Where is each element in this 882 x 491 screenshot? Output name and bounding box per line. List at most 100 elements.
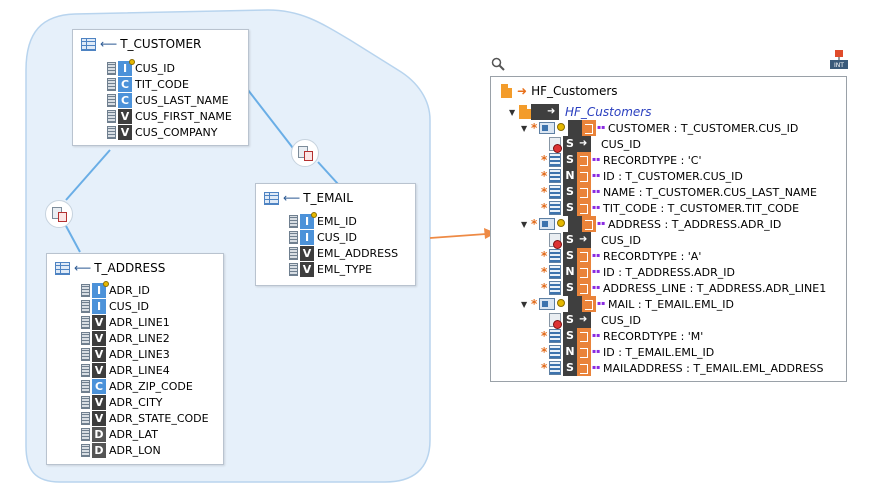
- column-name: ADR_LINE1: [109, 315, 170, 329]
- relation-badge-address[interactable]: [45, 200, 73, 228]
- tree-field[interactable]: *S▪▪ADDRESS_LINE : T_ADDRESS.ADR_LINE1: [541, 280, 826, 296]
- column-type-badge: V*: [92, 410, 111, 426]
- column-type-badge: V*: [92, 314, 111, 330]
- column-name: ADR_LINE2: [109, 331, 170, 345]
- nullable-marker: *: [314, 228, 319, 238]
- column-row[interactable]: V*ADR_STATE_CODE: [81, 410, 209, 426]
- column-type-badge: V*: [300, 245, 319, 261]
- key-icon: [311, 211, 317, 218]
- link-icon: [582, 120, 596, 136]
- expand-triangle-icon: ▼: [509, 107, 516, 117]
- column-row[interactable]: C*CUS_LAST_NAME: [107, 92, 232, 108]
- column-name: CUS_ID: [317, 230, 357, 244]
- tree-field[interactable]: *N▪▪ID : T_EMAIL.EML_ID: [541, 344, 714, 360]
- flow-arrow-line: [429, 233, 487, 239]
- tree-reference[interactable]: SCUS_ID: [549, 312, 641, 329]
- tree-reference[interactable]: SCUS_ID: [549, 136, 641, 153]
- column-row[interactable]: I*CUS_ID: [289, 229, 398, 245]
- tree-field[interactable]: *S▪▪MAILADDRESS : T_EMAIL.EML_ADDRESS: [541, 360, 824, 376]
- entity-header: ⟵ T_ADDRESS: [55, 260, 165, 276]
- required-marker: *: [541, 153, 548, 167]
- column-row[interactable]: V*ADR_LINE1: [81, 314, 209, 330]
- export-icon: [545, 104, 559, 120]
- tree-reference[interactable]: SCUS_ID: [549, 232, 641, 249]
- hf-customers-panel[interactable]: ➜ HF_Customers ▼HF_Customers▼*▪▪CUSTOMER…: [490, 76, 847, 382]
- field-type-badge: S: [563, 248, 577, 264]
- column-row[interactable]: V*EML_ADDRESS: [289, 245, 398, 261]
- tree-field[interactable]: *N▪▪ID : T_CUSTOMER.CUS_ID: [541, 168, 743, 184]
- column-name: ADR_CITY: [109, 395, 163, 409]
- link-icon: [577, 280, 591, 296]
- column-type-badge: I: [92, 280, 109, 298]
- column-grid-icon: [81, 299, 90, 313]
- tree-root[interactable]: ▼HF_Customers: [509, 104, 651, 120]
- column-name: TIT_CODE: [135, 77, 189, 91]
- marker-icon: ▪▪: [597, 300, 606, 307]
- integration-icon[interactable]: INT: [829, 50, 849, 70]
- column-grid-icon: [107, 109, 116, 123]
- column-type-badge: C*: [92, 378, 111, 394]
- link-icon: [577, 200, 591, 216]
- reference-icon: [549, 313, 562, 329]
- column-row[interactable]: V*ADR_CITY: [81, 394, 209, 410]
- entity-title: T_ADDRESS: [94, 261, 166, 275]
- column-type-badge: D: [92, 426, 106, 442]
- search-icon[interactable]: [491, 57, 505, 71]
- tree-field-label: ADDRESS_LINE : T_ADDRESS.ADR_LINE1: [603, 281, 827, 295]
- column-row[interactable]: I*CUS_ID: [81, 298, 209, 314]
- column-row[interactable]: C*ADR_ZIP_CODE: [81, 378, 209, 394]
- export-icon: [577, 136, 591, 152]
- tree-field[interactable]: *N▪▪ID : T_ADDRESS.ADR_ID: [541, 264, 735, 280]
- relation-badge-email[interactable]: [291, 139, 319, 167]
- tree-field-label: RECORDTYPE : 'C': [603, 153, 702, 167]
- link-icon: [577, 328, 591, 344]
- tree-group[interactable]: ▼*▪▪ADDRESS : T_ADDRESS.ADR_ID: [521, 216, 781, 232]
- column-type-badge: V: [118, 108, 132, 124]
- link-icon: [577, 152, 591, 168]
- tree-field[interactable]: *S▪▪NAME : T_CUSTOMER.CUS_LAST_NAME: [541, 184, 817, 200]
- tree-group[interactable]: ▼*▪▪MAIL : T_EMAIL.EML_ID: [521, 296, 734, 312]
- marker-icon: ▪▪: [592, 252, 601, 259]
- marker-icon: ▪▪: [592, 156, 601, 163]
- node-icon: S: [563, 232, 577, 248]
- tree-field-label: MAILADDRESS : T_EMAIL.EML_ADDRESS: [603, 361, 824, 375]
- column-type-badge: D: [92, 442, 106, 458]
- field-type-badge: S: [563, 200, 577, 216]
- column-type-badge: I*: [92, 298, 111, 314]
- link-icon: [582, 216, 596, 232]
- column-name: ADR_LAT: [109, 427, 158, 441]
- column-type-badge: I: [118, 58, 135, 76]
- document-red-icon: [304, 151, 313, 161]
- tree-field[interactable]: *S▪▪RECORDTYPE : 'C': [541, 152, 702, 168]
- tree-field[interactable]: *S▪▪RECORDTYPE : 'A': [541, 248, 701, 264]
- column-type-badge: I: [300, 211, 317, 229]
- column-grid-icon: [289, 262, 298, 276]
- group-icon: [539, 122, 555, 134]
- field-icon: [549, 329, 561, 343]
- field-type-badge: N: [563, 264, 577, 280]
- tree-group[interactable]: ▼*▪▪CUSTOMER : T_CUSTOMER.CUS_ID: [521, 120, 798, 136]
- required-marker: *: [531, 297, 538, 311]
- tree-field[interactable]: *S▪▪RECORDTYPE : 'M': [541, 328, 703, 344]
- tree-field[interactable]: *S▪▪TIT_CODE : T_CUSTOMER.TIT_CODE: [541, 200, 799, 216]
- group-icon: [539, 218, 555, 230]
- column-name: CUS_ID: [135, 61, 175, 75]
- field-type-badge: N: [563, 168, 577, 184]
- export-icon: [577, 312, 591, 328]
- field-icon: [549, 265, 561, 279]
